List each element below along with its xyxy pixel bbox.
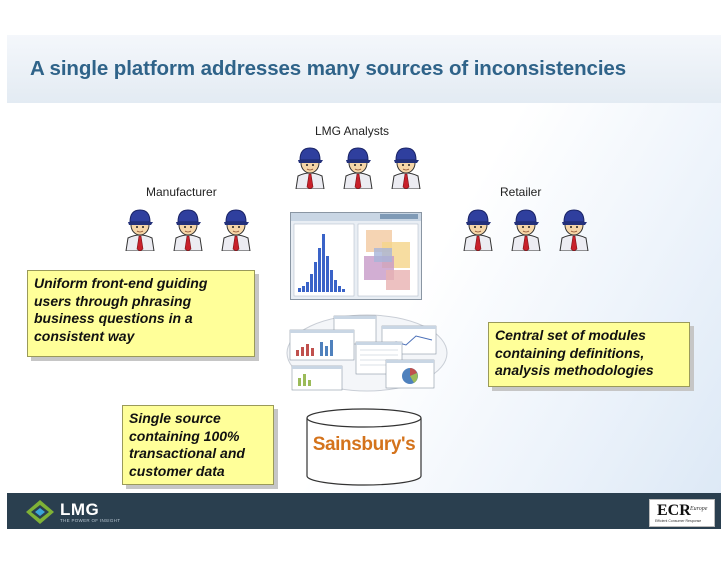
ecr-logo-suffix: Europe bbox=[690, 506, 708, 512]
callout-single-source: Single source containing 100% transactio… bbox=[122, 405, 274, 485]
label-retailer: Retailer bbox=[500, 185, 542, 199]
report-stack-icon bbox=[286, 314, 448, 392]
callout-modules: Central set of modules containing defini… bbox=[488, 322, 690, 387]
callout-front-end: Uniform front-end guiding users through … bbox=[27, 270, 255, 357]
title-band bbox=[7, 35, 721, 103]
label-manufacturer: Manufacturer bbox=[146, 185, 217, 199]
retailer-person-icon bbox=[506, 205, 546, 251]
lmg-logo-icon bbox=[26, 500, 54, 524]
ecr-logo bbox=[649, 499, 715, 527]
footer-bar bbox=[7, 493, 721, 529]
manufacturer-person-icon bbox=[168, 205, 208, 251]
manufacturer-person-icon bbox=[120, 205, 160, 251]
retailer-person-icon bbox=[554, 205, 594, 251]
retailer-person-icon bbox=[458, 205, 498, 251]
analyst-person-icon bbox=[386, 143, 426, 189]
label-lmg-analysts: LMG Analysts bbox=[315, 124, 390, 138]
database-cylinder-icon bbox=[306, 408, 422, 486]
slide-title: A single platform addresses many sources… bbox=[30, 57, 627, 80]
lmg-logo-text: LMG bbox=[60, 500, 100, 519]
analyst-person-icon bbox=[338, 143, 378, 189]
lmg-logo-tagline: THE POWER OF INSIGHT bbox=[60, 518, 121, 523]
manufacturer-person-icon bbox=[216, 205, 256, 251]
analyst-person-icon bbox=[290, 143, 330, 189]
database-label: Sainsbury's bbox=[312, 434, 416, 455]
ecr-logo-text: ECR bbox=[657, 502, 691, 519]
dashboard-monitor-icon bbox=[290, 212, 422, 300]
ecr-logo-tagline: Efficient Consumer Response bbox=[655, 519, 702, 523]
